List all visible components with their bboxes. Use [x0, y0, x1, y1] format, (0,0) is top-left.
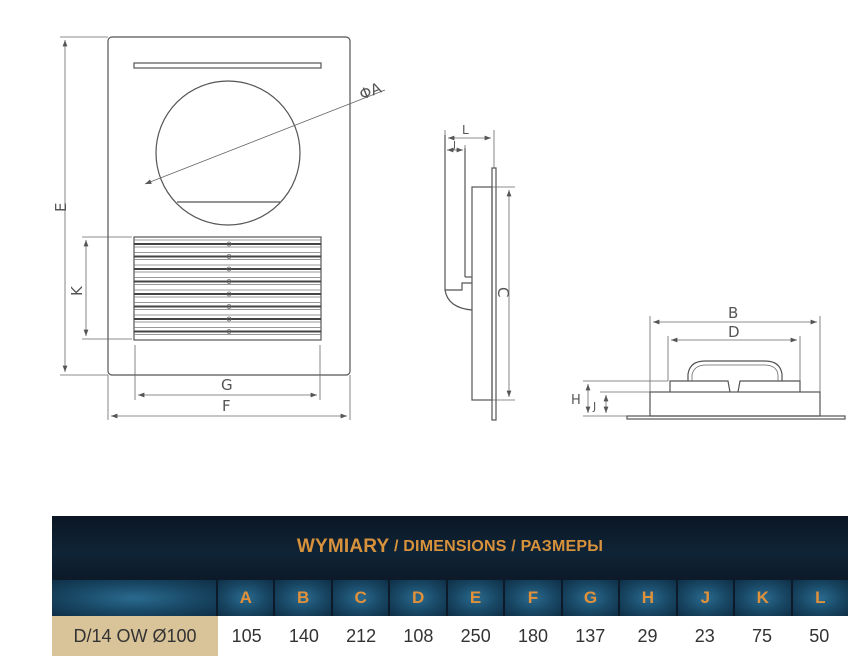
label-b: B: [728, 304, 738, 322]
slat-clip: [226, 254, 232, 259]
value-cell-c: 212: [346, 625, 377, 646]
technical-drawing: ΦA E K G F L J C: [52, 36, 846, 421]
title-pl: WYMIARY: [296, 536, 390, 557]
label-c: C: [494, 287, 512, 297]
front-view: ΦA E K G F: [52, 36, 386, 420]
model-cell: D/14 OW Ø100: [52, 616, 218, 656]
value-cell-j: 23: [694, 625, 715, 646]
value-cell-k: 75: [752, 625, 773, 646]
title-separator: /: [389, 538, 404, 555]
label-j-side: J: [452, 140, 456, 151]
label-j: J: [592, 400, 596, 413]
value-cell-g: 137: [575, 625, 606, 646]
label-d: D: [728, 323, 740, 341]
column-header-h: H: [620, 580, 676, 616]
title-separator: /: [506, 538, 521, 555]
label-h: H: [571, 393, 581, 408]
slat-clip: [226, 266, 232, 272]
header-empty-cell: [52, 580, 216, 616]
table-row: D/14 OW Ø100 105 140 212 108 250 180 137 29 23 75…: [52, 616, 848, 656]
value-cell-b: 140: [288, 625, 319, 646]
column-header-b: B: [275, 580, 331, 616]
column-header-a: A: [218, 580, 274, 616]
column-header-l: L: [792, 580, 848, 616]
column-header-j: J: [677, 580, 734, 616]
grille: [133, 236, 322, 341]
slat-clip: [226, 279, 232, 284]
label-phi-a: ΦA: [357, 78, 385, 103]
label-e: E: [52, 203, 70, 212]
bottom-view: B D H J: [571, 304, 846, 420]
column-header-d: D: [390, 580, 446, 616]
label-k: K: [68, 285, 86, 296]
slat-clip: [226, 291, 232, 297]
slat-clip: [226, 316, 232, 322]
slat-clip: [226, 329, 232, 334]
value-cell-d: 108: [403, 625, 434, 646]
column-header-g: G: [562, 580, 619, 616]
value-cell-f: 180: [517, 625, 548, 646]
column-header-e: E: [447, 580, 504, 616]
slat-clip: [226, 304, 232, 309]
title-en: DIMENSIONS: [403, 538, 507, 555]
label-l: L: [462, 123, 469, 137]
label-f: F: [222, 397, 231, 415]
column-header-k: K: [735, 580, 791, 616]
value-cell-a: 105: [231, 625, 262, 646]
slat-clip: [226, 241, 232, 247]
column-header-c: C: [332, 580, 389, 616]
title-ru: РАЗМЕРЫ: [520, 538, 604, 555]
value-cell-e: 250: [460, 625, 491, 646]
table-title: WYMIARY / DIMENSIONS / РАЗМЕРЫ: [52, 516, 848, 578]
value-cell-l: 50: [809, 625, 830, 646]
value-cell-h: 29: [637, 625, 658, 646]
label-g: G: [221, 376, 233, 394]
column-header-f: F: [505, 580, 561, 616]
side-view: L J C: [444, 123, 515, 421]
